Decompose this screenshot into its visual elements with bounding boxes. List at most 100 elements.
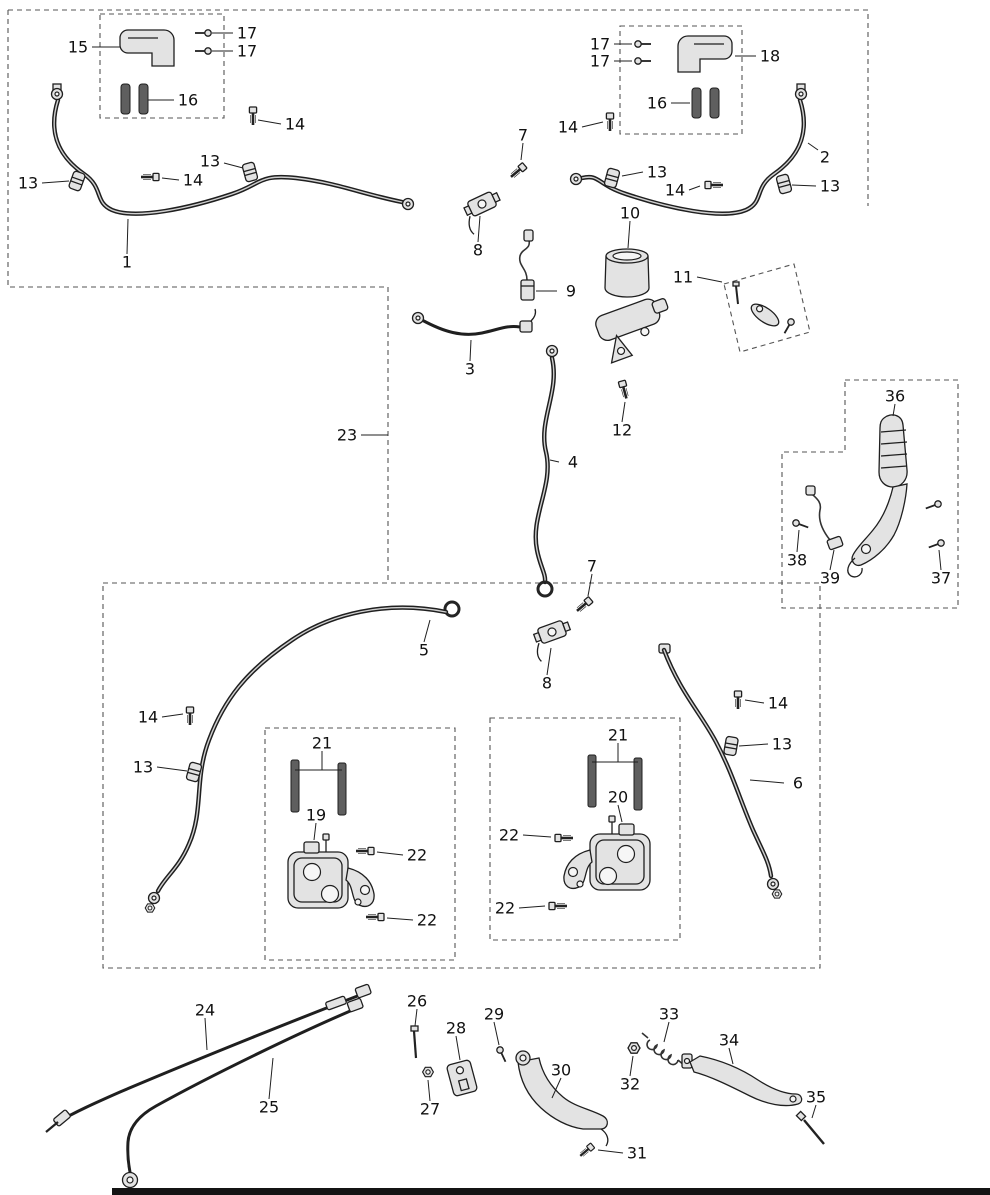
leader-line bbox=[696, 276, 723, 283]
dashed-box-11 bbox=[723, 263, 811, 353]
part-36-hand-lever bbox=[847, 414, 908, 578]
callout-22: 22 bbox=[417, 911, 437, 930]
leader-line bbox=[791, 184, 817, 187]
callout-1: 1 bbox=[122, 253, 132, 272]
callout-36: 36 bbox=[885, 387, 905, 406]
callout-7: 7 bbox=[587, 557, 597, 576]
part-13-clamp bbox=[241, 161, 259, 183]
leader-line bbox=[807, 142, 819, 151]
part-3-pipe bbox=[411, 308, 537, 336]
callout-6: 6 bbox=[793, 774, 803, 793]
leader-line bbox=[811, 1104, 817, 1119]
part-31-bolt bbox=[577, 1141, 596, 1160]
callout-8: 8 bbox=[542, 674, 552, 693]
leader-line bbox=[587, 573, 593, 597]
callout-5: 5 bbox=[419, 641, 429, 660]
part-13-clamp bbox=[722, 735, 740, 757]
leader-line bbox=[617, 804, 623, 823]
part-8-junction bbox=[458, 188, 510, 236]
callout-16: 16 bbox=[178, 91, 198, 110]
callout-14: 14 bbox=[138, 708, 158, 727]
callout-4: 4 bbox=[568, 453, 578, 472]
part-14-bolt bbox=[248, 105, 258, 127]
callout-13: 13 bbox=[820, 177, 840, 196]
part-4-hose bbox=[533, 344, 559, 598]
leader-line bbox=[738, 743, 769, 747]
callout-25: 25 bbox=[259, 1098, 279, 1117]
callout-8: 8 bbox=[473, 241, 483, 260]
leader-line bbox=[597, 1149, 624, 1154]
callout-14: 14 bbox=[558, 118, 578, 137]
part-14-bolt bbox=[185, 705, 195, 727]
callout-29: 29 bbox=[484, 1005, 504, 1024]
part-33-spring bbox=[641, 1032, 686, 1067]
callout-20: 20 bbox=[608, 788, 628, 807]
part-26-pin bbox=[410, 1025, 419, 1059]
part-22-bolt bbox=[354, 846, 376, 856]
leader-line bbox=[41, 180, 70, 184]
leader-line bbox=[520, 142, 524, 161]
callout-33: 33 bbox=[659, 1005, 679, 1024]
callout-27: 27 bbox=[420, 1100, 440, 1119]
callout-13: 13 bbox=[200, 152, 220, 171]
callout-12: 12 bbox=[612, 421, 632, 440]
callout-37: 37 bbox=[931, 569, 951, 588]
callout-16: 16 bbox=[647, 94, 667, 113]
leader-line bbox=[546, 647, 552, 676]
part-21-brake-pads bbox=[290, 759, 347, 816]
part-10-master-cylinder bbox=[595, 248, 669, 364]
part-37-screw bbox=[923, 498, 944, 513]
part-13-clamp bbox=[603, 167, 621, 189]
leader-line bbox=[126, 218, 129, 255]
callout-34: 34 bbox=[719, 1031, 739, 1050]
callout-17: 17 bbox=[237, 42, 257, 61]
part-17-screw bbox=[633, 56, 652, 66]
leader-line bbox=[728, 1047, 734, 1065]
callout-35: 35 bbox=[806, 1088, 826, 1107]
bottom-bar bbox=[112, 1188, 990, 1195]
leader-line bbox=[938, 549, 942, 571]
leader-line bbox=[663, 1021, 670, 1043]
part-30-pedal bbox=[515, 1050, 609, 1147]
part-14-bolt bbox=[733, 689, 743, 711]
leader-line bbox=[204, 1017, 208, 1051]
part-6-brake-hose bbox=[658, 643, 783, 899]
part-37-screw bbox=[926, 537, 947, 552]
callout-31: 31 bbox=[627, 1144, 647, 1163]
part-8-junction bbox=[528, 617, 578, 663]
callout-32: 32 bbox=[620, 1075, 640, 1094]
callout-7: 7 bbox=[518, 126, 528, 145]
leader-line bbox=[688, 185, 701, 191]
part-28-bracket bbox=[446, 1059, 478, 1097]
leader-line bbox=[156, 766, 188, 772]
leader-line bbox=[161, 177, 180, 181]
leader-line bbox=[627, 220, 631, 249]
part-1-brake-hose bbox=[50, 83, 415, 216]
callout-18: 18 bbox=[760, 47, 780, 66]
dashed-region-left bbox=[7, 10, 389, 580]
dashed-region-lower bbox=[102, 582, 821, 969]
leader-line bbox=[744, 699, 765, 704]
callout-15: 15 bbox=[68, 38, 88, 57]
callout-22: 22 bbox=[499, 826, 519, 845]
leader-line bbox=[455, 1035, 461, 1061]
leader-line bbox=[414, 1008, 418, 1027]
part-21-brake-pads bbox=[587, 754, 643, 811]
leader-line bbox=[427, 1079, 431, 1102]
leader-line bbox=[551, 1077, 562, 1099]
part-17-screw bbox=[194, 46, 213, 56]
callout-13: 13 bbox=[133, 758, 153, 777]
dashed-regions bbox=[7, 9, 959, 969]
callout-17: 17 bbox=[590, 52, 610, 71]
callout-14: 14 bbox=[665, 181, 685, 200]
part-18-clamp-cover bbox=[677, 35, 733, 73]
part-16-pads bbox=[691, 87, 720, 119]
leader-line bbox=[522, 834, 552, 838]
callout-13: 13 bbox=[772, 735, 792, 754]
part-38-screw bbox=[790, 517, 811, 532]
part-17-screw bbox=[633, 39, 652, 49]
part-25-cable bbox=[121, 997, 364, 1189]
